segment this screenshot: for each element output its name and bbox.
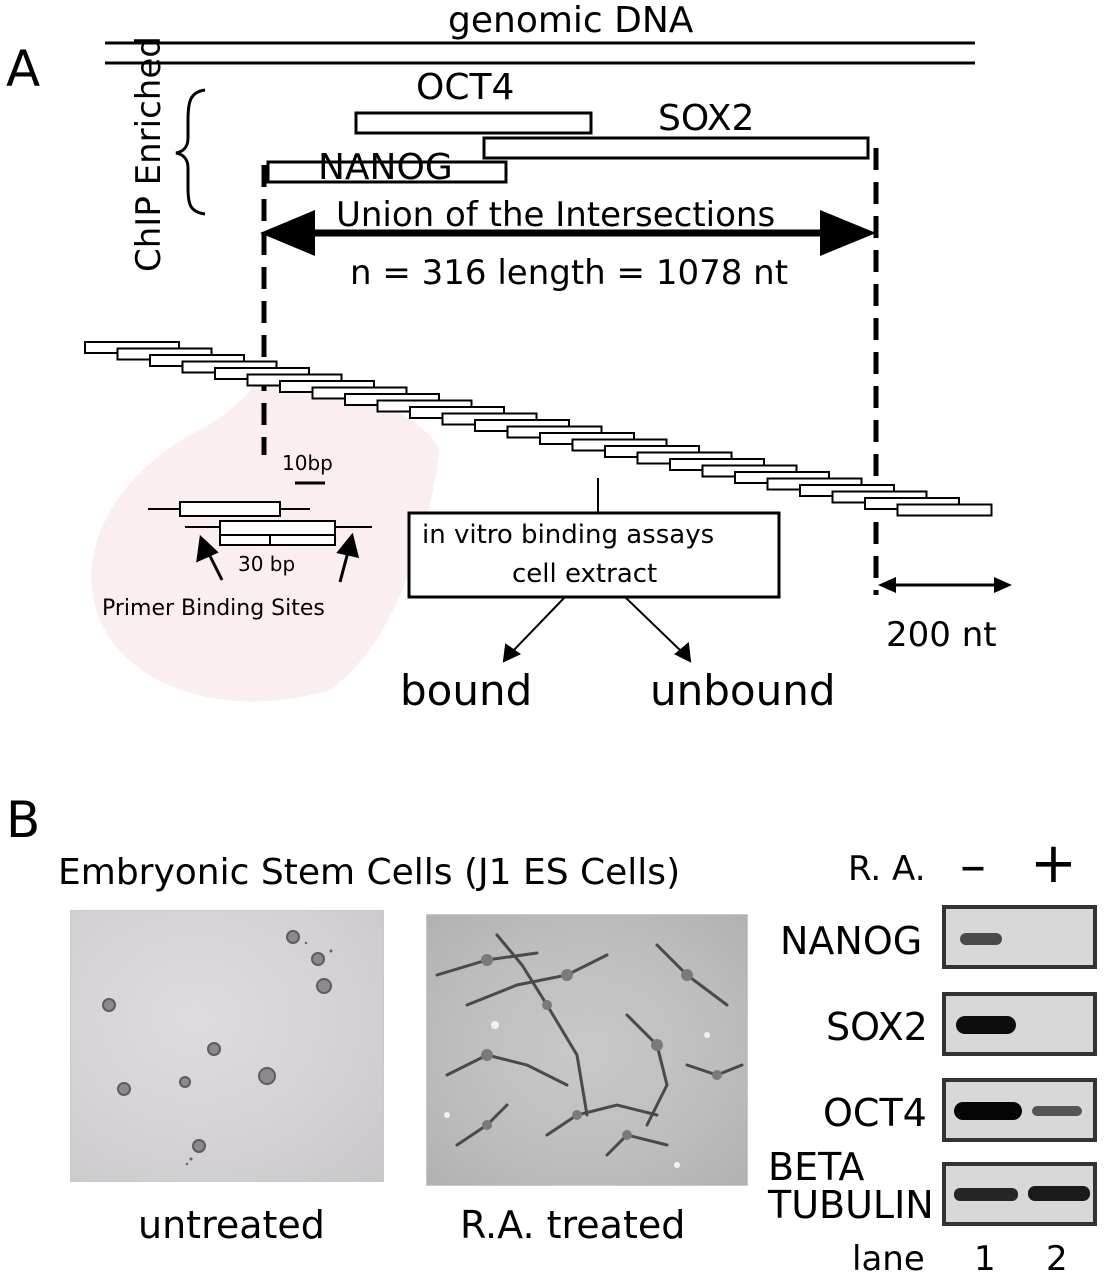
blot-label-nanog: NANOG — [780, 922, 922, 960]
untreated-label: untreated — [138, 1206, 325, 1244]
blot-band-sox2-lane1 — [956, 1016, 1016, 1034]
blot-label-tubulin: TUBULIN — [768, 1186, 934, 1224]
blot-strip-sox2 — [942, 992, 1097, 1056]
oct4-box — [356, 113, 591, 133]
lane-label: lane — [852, 1242, 925, 1276]
blot-band-nanog-lane1 — [960, 933, 1002, 945]
blot-strip-oct4 — [942, 1078, 1097, 1142]
chip-enriched-label: ChIP Enriched — [132, 36, 166, 272]
panel-b-title: Embryonic Stem Cells (J1 ES Cells) — [58, 855, 680, 891]
scale-200nt-label: 200 nt — [886, 618, 997, 652]
bound-label: bound — [400, 670, 532, 712]
assay-line-1: in vitro binding assays — [422, 522, 714, 548]
blot-strip-beta-tubulin — [942, 1162, 1097, 1226]
blot-band-oct4-lane1 — [954, 1102, 1022, 1120]
scale-10bp-label: 10bp — [282, 453, 333, 473]
blot-band-oct4-lane2 — [1032, 1106, 1082, 1116]
blot-band-tubulin-lane1 — [954, 1188, 1018, 1201]
scale-30bp-label: 30 bp — [238, 554, 295, 574]
oct4-label: OCT4 — [416, 70, 514, 106]
chip-brace — [176, 90, 205, 214]
union-arrow-left-head — [260, 210, 315, 256]
tiling-probe — [898, 505, 992, 516]
minus-sign: – — [960, 840, 986, 892]
blot-band-tubulin-lane2 — [1028, 1186, 1090, 1201]
blot-label-beta: BETA — [768, 1148, 864, 1186]
scale-200nt-left-head — [878, 577, 896, 593]
union-stats: n = 316 length = 1078 nt — [350, 256, 788, 290]
sox2-box — [484, 138, 868, 158]
untreated-micrograph — [70, 910, 384, 1182]
scale-200nt-right-head — [994, 577, 1012, 593]
panel-b-label: B — [6, 795, 40, 845]
lane-number-1: 1 — [974, 1242, 996, 1276]
plus-sign: + — [1030, 836, 1077, 892]
genomic-dna-label: genomic DNA — [448, 3, 693, 39]
unbound-label: unbound — [650, 670, 836, 712]
union-label: Union of the Intersections — [336, 198, 775, 232]
union-arrow-right-head — [820, 210, 876, 256]
ra-treated-label: R.A. treated — [460, 1206, 685, 1244]
assay-line-2: cell extract — [512, 561, 657, 587]
blot-label-sox2: SOX2 — [826, 1008, 928, 1046]
lane-number-2: 2 — [1046, 1242, 1068, 1276]
blot-label-oct4: OCT4 — [823, 1094, 927, 1132]
nanog-label: NANOG — [318, 150, 453, 186]
ra-treated-micrograph — [426, 914, 748, 1186]
panel-a-label: A — [6, 44, 40, 94]
genomic-dna-lines — [105, 43, 975, 63]
ra-header: R. A. — [848, 852, 926, 886]
blot-strip-nanog — [942, 905, 1097, 969]
sox2-label: SOX2 — [658, 101, 754, 137]
bound-unbound-arrows — [504, 597, 690, 661]
primer-sites-label: Primer Binding Sites — [102, 598, 325, 620]
